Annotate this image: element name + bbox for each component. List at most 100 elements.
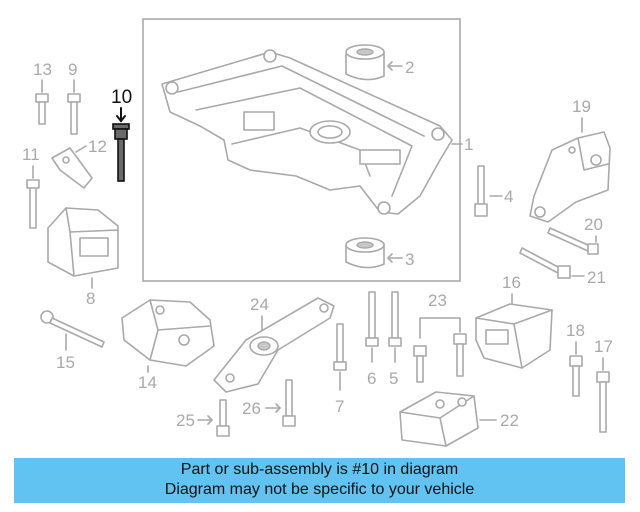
bolt-shank — [519, 247, 561, 274]
bolt-head — [114, 128, 128, 140]
bolt-shank — [477, 165, 485, 205]
bolt-shank — [29, 187, 37, 229]
bolt-shank — [391, 291, 399, 339]
bracket-hole — [590, 154, 602, 166]
arrow-head — [116, 115, 126, 123]
bushing-hole — [356, 241, 374, 249]
arrow-head — [387, 253, 393, 263]
bolt-head — [596, 371, 610, 383]
arrow-head — [207, 415, 213, 425]
callout-7: 7 — [335, 397, 344, 416]
subframe-bolt-hole — [431, 127, 445, 141]
bolt-head — [557, 265, 571, 279]
callout-11: 11 — [22, 145, 40, 164]
part-9-bolt: 9 — [67, 60, 81, 135]
subframe-bolt-hole — [377, 201, 391, 215]
bolt-shank — [572, 365, 580, 397]
part-23-bolts: 23 — [413, 291, 467, 383]
part-13-bolt: 13 — [33, 60, 52, 125]
callout-25: 25 — [176, 411, 195, 430]
arrow-head — [387, 61, 393, 71]
part-19-bracket: 19 — [529, 97, 611, 223]
bolt-shank — [285, 379, 293, 417]
bracket-body — [51, 147, 93, 189]
bolt-head — [413, 345, 427, 357]
bolt-head — [333, 361, 347, 371]
part-16-mount: 16 — [475, 273, 553, 369]
callout-15: 15 — [56, 353, 75, 372]
part-2-bushing: 2 — [345, 44, 414, 81]
callout-17: 17 — [594, 337, 613, 356]
callout-24: 24 — [250, 295, 269, 314]
leader-line — [75, 145, 87, 153]
mount-pad — [79, 237, 109, 257]
rod-hole — [225, 373, 235, 383]
part-15-bolt: 15 — [40, 310, 105, 372]
bolt-head — [388, 337, 402, 347]
part-20-bolt: 20 — [547, 215, 603, 255]
bracket-hole — [62, 156, 70, 164]
part-26-bolt: 26 — [242, 379, 296, 427]
callout-3: 3 — [405, 250, 414, 269]
bracket-edge — [149, 329, 159, 361]
subframe-group: 1 — [142, 18, 473, 282]
subframe-bracket — [359, 149, 401, 165]
part-10-bolt-highlighted: 10 — [111, 87, 132, 182]
part-7-bolt: 7 — [333, 323, 347, 416]
part-14-bracket: 14 — [121, 299, 215, 392]
mount-pad — [485, 329, 509, 345]
callout-22: 22 — [500, 411, 519, 430]
part-21-bolt: 21 — [519, 247, 606, 287]
bolt-shank — [38, 101, 46, 125]
bolt-shank — [336, 323, 344, 363]
callout-21: 21 — [587, 268, 606, 287]
bolt-shank — [416, 355, 424, 383]
leader-bracket — [419, 317, 461, 339]
subframe-rib — [177, 65, 425, 137]
part-24-torque-rod: 24 — [213, 295, 335, 393]
bolt-head — [365, 337, 379, 347]
bracket-body — [529, 131, 611, 223]
bolt-head — [474, 203, 488, 217]
bolt-head — [67, 93, 81, 103]
bracket-hole — [534, 206, 546, 218]
bracket-hole — [155, 305, 165, 315]
subframe-part — [161, 51, 453, 215]
callout-9: 9 — [68, 60, 77, 79]
subframe-bolt-hole — [165, 81, 179, 95]
bolt-shank — [49, 317, 105, 348]
bolt-shank — [599, 381, 607, 433]
bracket-edge — [577, 137, 609, 171]
bracket-hole — [178, 334, 190, 346]
part-25-bolt: 25 — [176, 399, 230, 437]
bolt-shank — [368, 291, 376, 339]
mount-body — [475, 303, 553, 369]
rod-hole — [319, 303, 329, 313]
callout-8: 8 — [86, 289, 95, 308]
bolt-head — [453, 333, 467, 345]
callout-20: 20 — [584, 215, 603, 234]
bolt-head — [569, 355, 583, 367]
callout-12: 12 — [88, 137, 107, 156]
callout-26: 26 — [242, 399, 261, 418]
mount-edge — [69, 231, 75, 277]
part-6-bolt: 6 — [365, 291, 379, 388]
callout-18: 18 — [566, 321, 585, 340]
bolt-shank — [219, 399, 227, 427]
callout-13: 13 — [33, 60, 52, 79]
bushing-hole — [356, 48, 374, 56]
banner-line-1: Part or sub-assembly is #10 in diagram — [180, 461, 459, 478]
bolt-shank — [456, 343, 464, 377]
callout-19: 19 — [572, 97, 591, 116]
part-3-bushing: 3 — [345, 237, 414, 269]
bolt-head — [40, 310, 54, 324]
callout-16: 16 — [502, 273, 521, 292]
part-17-bolt: 17 — [594, 337, 613, 433]
part-12-bracket: 12 — [51, 137, 107, 189]
mount-hole — [457, 397, 467, 407]
bolt-shank — [70, 101, 78, 135]
part-4-bolt: 4 — [474, 165, 513, 217]
bolt-head — [216, 425, 230, 437]
subframe-rib — [195, 87, 413, 197]
